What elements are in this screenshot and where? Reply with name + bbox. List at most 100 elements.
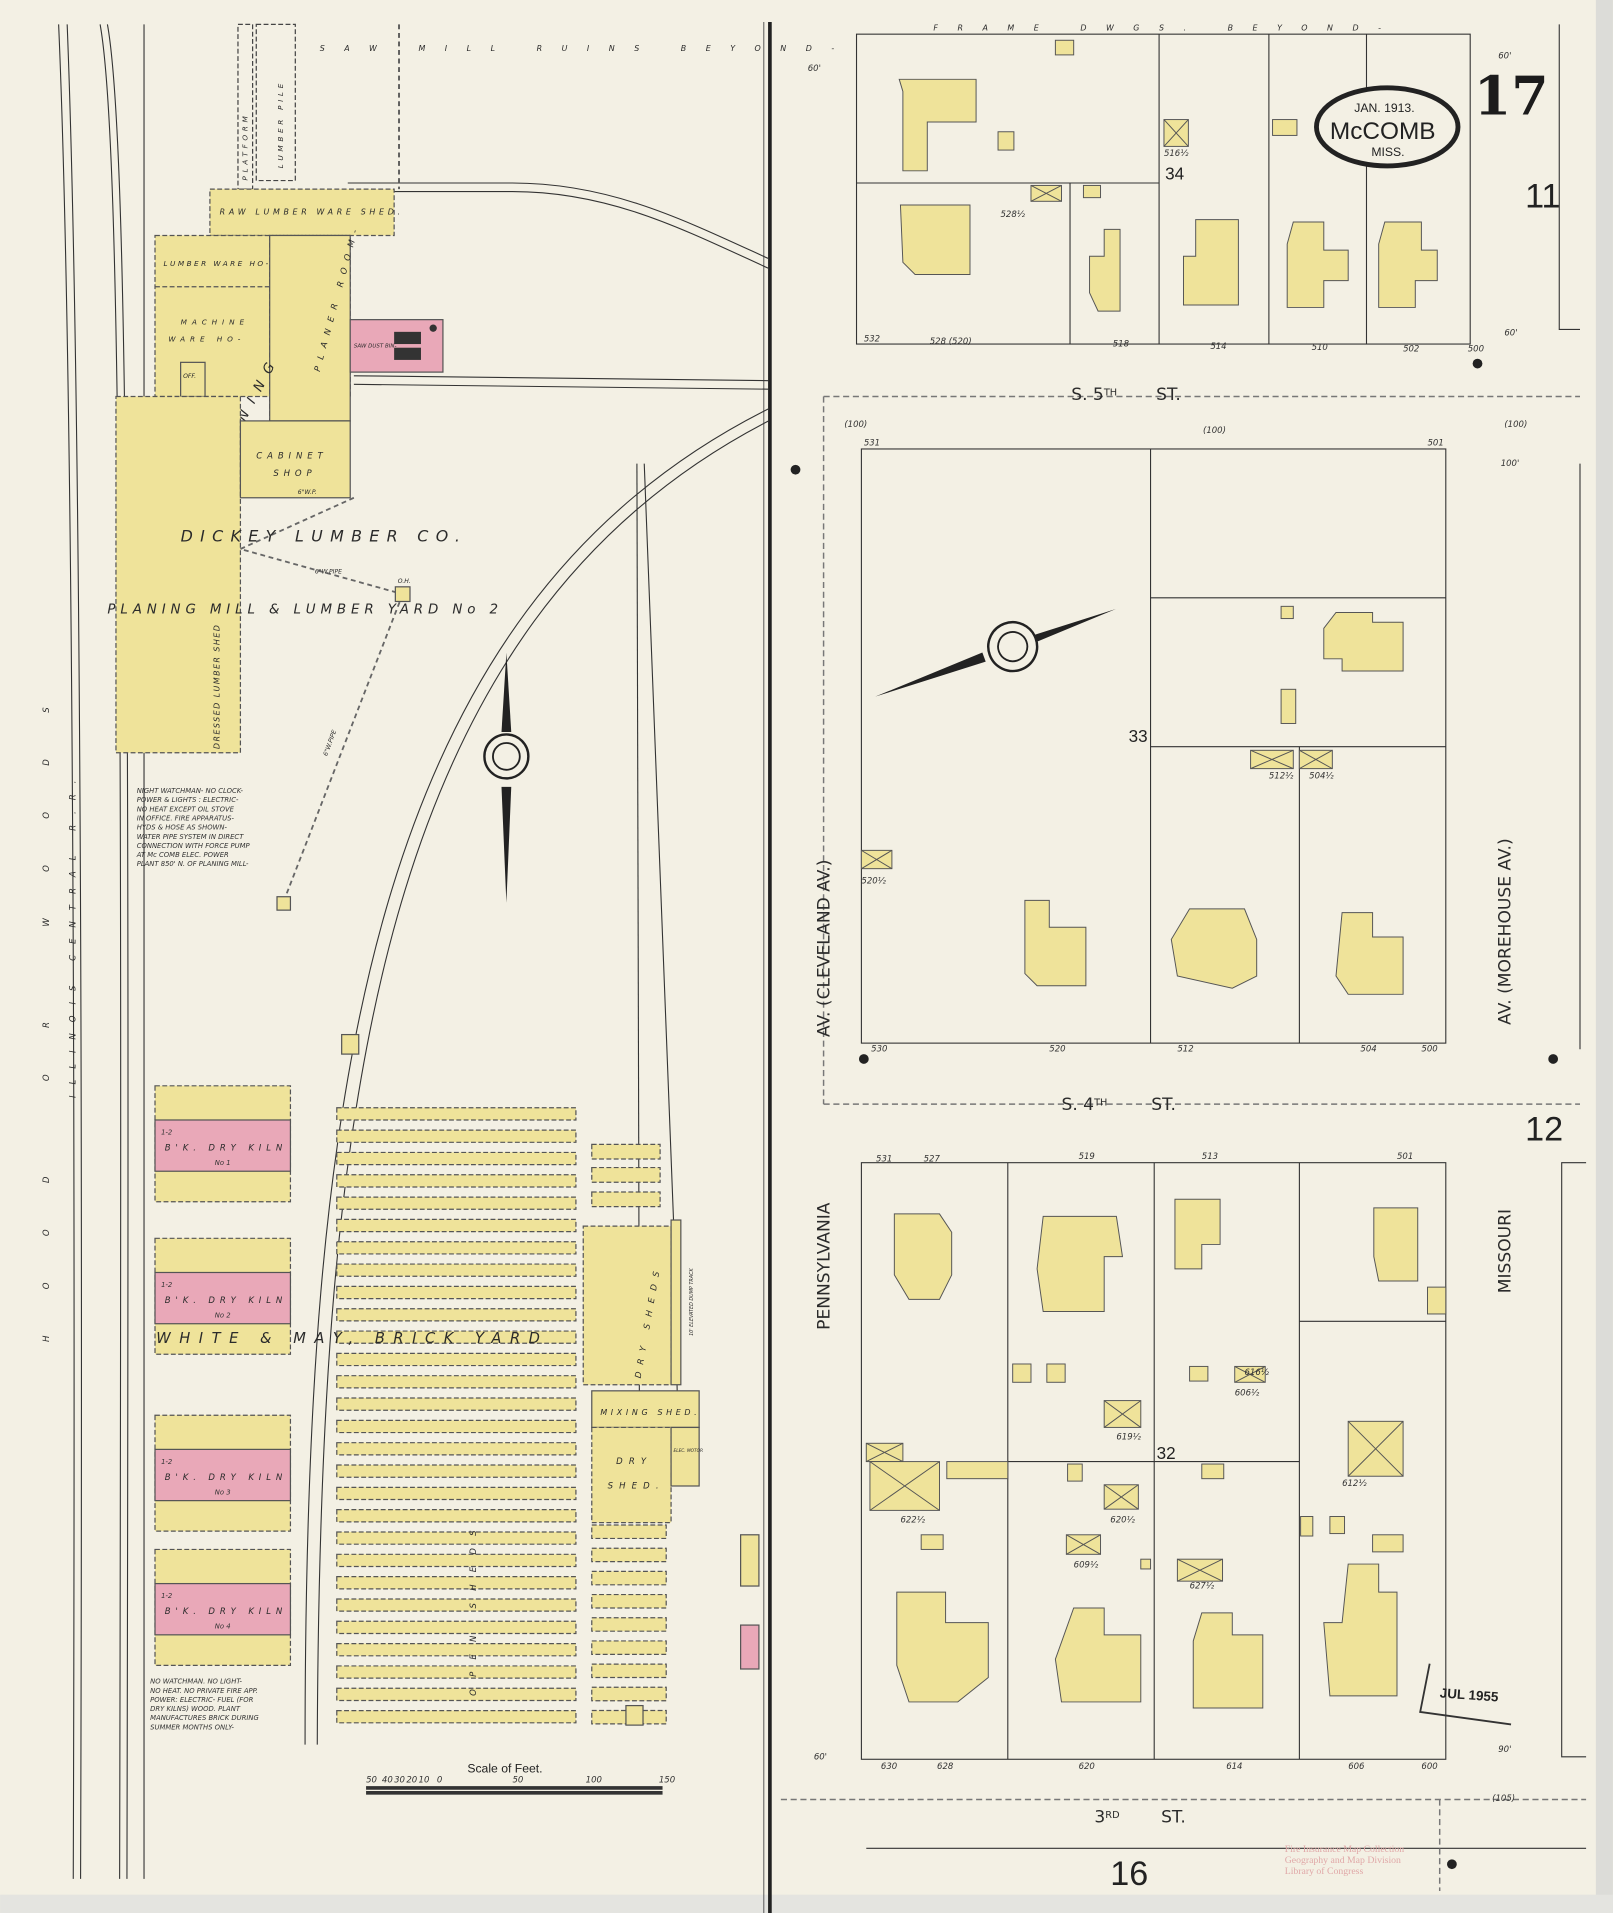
dwelling: [896, 1591, 989, 1703]
note-line: DRY KILNS) WOOD. PLANT: [150, 1705, 241, 1713]
open-shed: [336, 1308, 577, 1322]
open-shed: [336, 1352, 577, 1367]
outbuilding-cross: [1177, 1558, 1223, 1582]
street-missouri: MISSOURI: [1495, 1209, 1515, 1293]
outbuilding: [997, 131, 1015, 151]
scale-tick-label: 10: [419, 1775, 430, 1785]
hydrant-icon: [858, 1054, 869, 1064]
open-shed: [336, 1598, 577, 1612]
dwelling: [1182, 219, 1239, 306]
dimension-label: 90': [1498, 1745, 1511, 1755]
house-number: 532: [864, 335, 880, 345]
raw-lumber-shed: [209, 188, 395, 237]
adjacent-sheet-12[interactable]: 12: [1525, 1111, 1563, 1149]
outbuilding: [920, 1534, 944, 1550]
hydrant-icon: [1548, 1054, 1559, 1064]
hydrant-icon: [1447, 1859, 1457, 1870]
raw-lumber-shed-label: RAW LUMBER WARE SHED.: [220, 208, 404, 217]
dimension-label: (100): [844, 420, 867, 430]
note-line: HYDS & HOSE AS SHOWN-: [137, 824, 228, 832]
outbuilding: [1082, 184, 1102, 199]
dimension-label: 60': [808, 64, 821, 74]
outbuilding-cross: [1347, 1420, 1404, 1477]
house-number: 619½: [1116, 1433, 1141, 1443]
outbuilding-cross: [1066, 1534, 1101, 1555]
block-34: [855, 33, 1471, 345]
dwelling: [1089, 228, 1121, 312]
lumber-pile: [255, 23, 296, 182]
street-water-pipes: [780, 395, 1587, 1892]
adjacent-sheet-11[interactable]: 11: [1525, 177, 1560, 215]
title-date: JAN. 1913.: [1354, 101, 1414, 115]
adjacent-sheet-16[interactable]: 16: [1110, 1855, 1148, 1893]
outbuilding: [1189, 1365, 1209, 1382]
watermark-line: Library of Congress: [1285, 1866, 1364, 1877]
outbuilding: [1329, 1516, 1346, 1535]
company-name: DICKEY LUMBER CO.: [181, 527, 468, 546]
brickyard-notes: NO WATCHMAN. NO LIGHT-NO HEAT. NO PRIVAT…: [150, 1678, 259, 1732]
open-shed: [336, 1107, 577, 1121]
note-line: PLANT 850' N. OF PLANING MILL-: [137, 860, 249, 868]
dwelling: [1174, 1198, 1221, 1270]
office-label: OFF.: [183, 373, 196, 380]
dry-shed-label-2: SHED.: [608, 1481, 665, 1491]
machine-ware-label-1: MACHINE: [181, 318, 249, 327]
watermark-line: Geography and Map Division: [1285, 1855, 1401, 1866]
dwelling: [1170, 908, 1258, 989]
compass-rose-icon: [483, 652, 530, 903]
outbuilding-cross: [1163, 119, 1189, 147]
hydrant-icon: [790, 464, 801, 475]
house-number: 500: [1468, 344, 1484, 354]
house-number: 514: [1210, 342, 1226, 352]
open-shed: [591, 1640, 667, 1655]
block-number: 33: [1129, 727, 1148, 746]
mixing-shed: [591, 1390, 700, 1429]
house-number: 606: [1348, 1762, 1365, 1772]
house-number: 500: [1421, 1045, 1437, 1055]
scale-tick-label: 20: [406, 1775, 417, 1785]
outbuilding: [1054, 39, 1075, 56]
stamp-date: JUL 1955: [1439, 1685, 1499, 1704]
house-number: 620: [1079, 1762, 1095, 1772]
open-sheds-label: OPEN SHEDS: [469, 1518, 479, 1696]
open-shed: [591, 1191, 661, 1208]
railroad-label: ILLINOIS CENTRAL R.R.: [69, 770, 79, 1098]
open-shed: [336, 1709, 577, 1724]
dwelling: [1286, 221, 1349, 308]
dwelling: [898, 78, 977, 172]
kiln-number: No 2: [215, 1312, 231, 1320]
dwelling: [893, 1213, 953, 1300]
scale-tick-label: 100: [586, 1775, 602, 1785]
outbuilding: [1067, 1463, 1083, 1482]
dwelling: [1373, 1207, 1419, 1282]
saw-dust-label: SAW DUST BIN-: [354, 344, 397, 350]
house-number: 520: [1049, 1045, 1065, 1055]
open-shed: [591, 1593, 667, 1609]
page-edge-bottom: [0, 1894, 1613, 1913]
scale-tick-label: 40: [382, 1775, 393, 1785]
outbuilding-cross: [1299, 749, 1333, 770]
machine-ware-label-2: WARE HO-: [168, 335, 245, 344]
smokestack-icon: [429, 324, 437, 332]
kiln-label: B'K. DRY KILN: [165, 1296, 287, 1306]
note-line: AT Mc COMB ELEC. POWER: [136, 851, 229, 859]
open-shed: [591, 1686, 667, 1702]
house-number: 501: [1397, 1152, 1413, 1162]
house-number: 609½: [1074, 1561, 1099, 1571]
house-number: 616½: [1244, 1368, 1269, 1378]
house-number: 530: [871, 1045, 887, 1055]
note-line: POWER & LIGHTS : ELECTRIC-: [137, 796, 239, 804]
open-shed: [336, 1151, 577, 1166]
scale-tick-label: 150: [659, 1775, 675, 1785]
compass-rose-icon: [875, 609, 1116, 697]
water-pipes: [237, 496, 404, 904]
house-number: 614: [1226, 1762, 1242, 1772]
house-number: 519: [1079, 1152, 1095, 1162]
open-shed: [336, 1218, 577, 1233]
open-shed: [591, 1166, 661, 1183]
house-number: 510: [1312, 343, 1328, 353]
city-blocks: [855, 24, 1587, 1849]
